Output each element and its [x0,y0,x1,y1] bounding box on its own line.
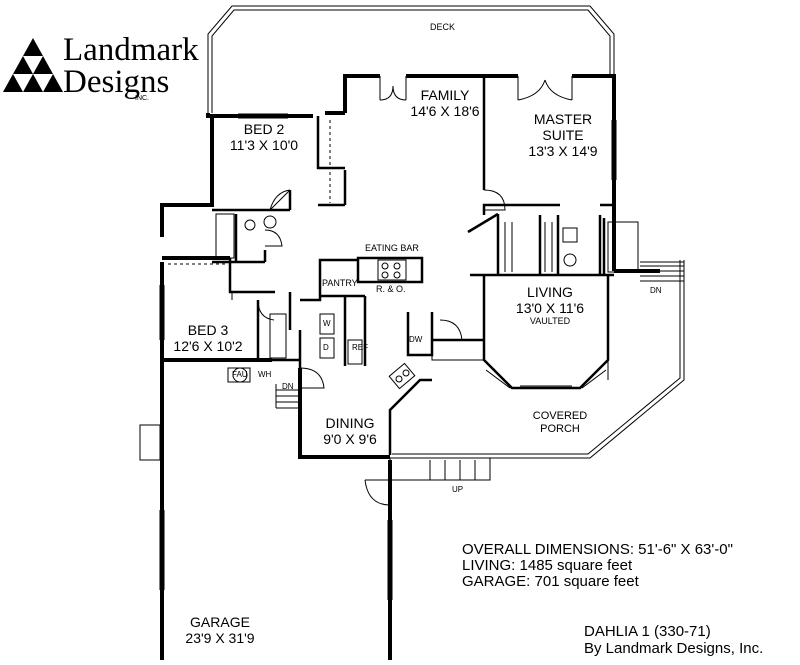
living-area: LIVING: 1485 square feet [462,557,633,575]
family-name: FAMILY [420,87,470,103]
garage-label: GARAGE 23'9 X 31'9 [170,614,270,646]
doors [139,76,573,506]
dining-label: DINING 9'0 X 9'6 [310,415,390,447]
plan-by: By Landmark Designs, Inc. [584,639,764,657]
pantry-label: PANTRY [322,278,358,288]
living-label: LIVING 13'0 X 11'6 VAULTED [500,284,600,327]
logo-line2: Designs [63,64,170,101]
plan-credit: DAHLIA 1 (330-71) By Landmark Designs, I… [584,623,764,657]
range-oven-label: R. & O. [376,284,406,294]
overall-dimensions: OVERALL DIMENSIONS: 51'-6" X 63'-0" [462,541,733,558]
dining-name: DINING [325,415,375,431]
dryer-label: D [323,343,329,352]
deck-outline [207,5,615,113]
porch-label: COVERED PORCH [520,410,600,435]
master-steps [504,222,553,272]
bath-fixtures [215,213,639,409]
washer-label: W [323,319,331,328]
windows [159,113,617,600]
living-note: VAULTED [529,316,571,327]
dimensions-block: OVERALL DIMENSIONS: 51'-6" X 63'-0" LIVI… [462,541,733,591]
family-size: 14'6 X 18'6 [410,103,480,120]
master-line1: MASTER [533,111,593,127]
master-size: 13'3 X 14'9 [528,143,598,160]
master-suite-label: MASTER SUITE 13'3 X 14'9 [518,111,608,159]
stair-down-label-1: DN [282,382,294,391]
logo-line1: Landmark [63,32,199,68]
bed3-name: BED 3 [187,322,229,338]
porch-line2: PORCH [540,422,580,435]
covered-porch-outline [389,260,685,481]
stair-up-label: UP [452,485,464,494]
family-label: FAMILY 14'6 X 18'6 [400,87,490,119]
bed2-size: 11'3 X 10'0 [229,137,299,154]
interior-walls [212,76,614,455]
master-line2: SUITE [542,127,584,144]
logo-triangles-icon [3,38,63,92]
living-size: 13'0 X 11'6 [515,300,585,317]
eating-bar-label: EATING BAR [365,243,419,253]
bed2-label: BED 2 11'3 X 10'0 [214,121,314,153]
furnace-label: FAU [232,370,248,379]
dishwasher-label: DW [409,335,423,344]
bed3-label: BED 3 12'6 X 10'2 [158,322,258,354]
water-heater-label: WH [258,370,272,379]
plan-name: DAHLIA 1 (330-71) [584,623,711,640]
garage-size: 23'9 X 31'9 [185,630,255,647]
garage-area: GARAGE: 701 square feet [462,573,639,591]
logo-wordmark: Landmark Designs [63,32,199,101]
bed3-size: 12'6 X 10'2 [173,338,243,355]
logo-inc: INC. [135,95,149,102]
porch-line1: COVERED [532,410,588,422]
refrigerator-label: REF [352,343,368,352]
stair-down-label-2: DN [650,286,662,295]
living-name: LIVING [527,284,573,300]
closet-shelves [168,120,331,265]
bed2-name: BED 2 [243,121,285,137]
deck-label: DECK [430,22,456,32]
garage-name: GARAGE [190,614,250,630]
dining-size: 9'0 X 9'6 [323,431,377,448]
